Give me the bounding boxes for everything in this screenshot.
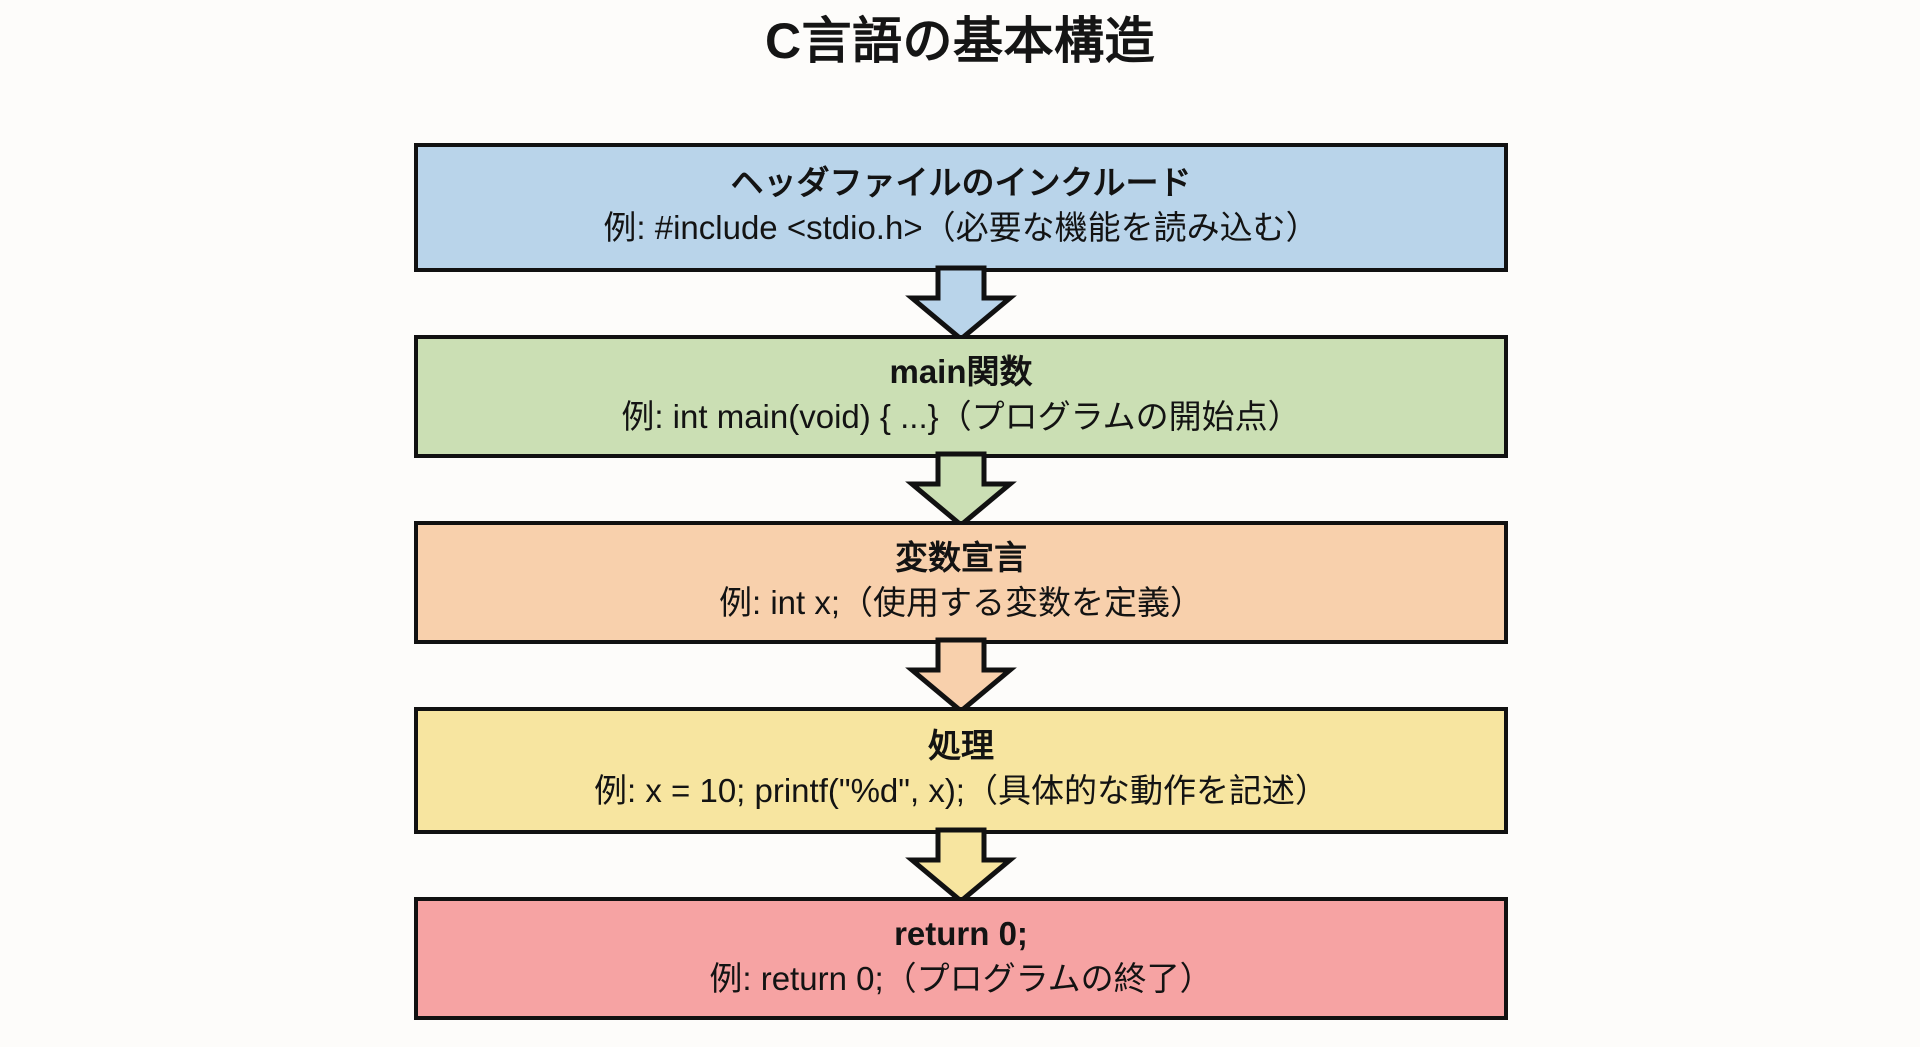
down-block-arrow-icon xyxy=(905,637,1017,715)
flow-connector-3 xyxy=(414,637,1508,715)
flow-node-example: 例: return 0;（プログラムの終了） xyxy=(709,959,1213,997)
flow-node-title: 処理 xyxy=(928,727,994,765)
flow-node-processing[interactable]: 処理 例: x = 10; printf("%d", x);（具体的な動作を記述… xyxy=(414,707,1508,834)
flow-node-header-include[interactable]: ヘッダファイルのインクルード 例: #include <stdio.h>（必要な… xyxy=(414,143,1508,272)
flow-node-example: 例: int x;（使用する変数を定義） xyxy=(718,583,1204,621)
flow-connector-1 xyxy=(414,265,1508,343)
flow-node-variable-declaration[interactable]: 変数宣言 例: int x;（使用する変数を定義） xyxy=(414,521,1508,644)
flow-node-main-function[interactable]: main関数 例: int main(void) { ...}（プログラムの開始… xyxy=(414,335,1508,458)
flow-node-example: 例: x = 10; printf("%d", x);（具体的な動作を記述） xyxy=(594,771,1328,809)
down-block-arrow-icon xyxy=(905,451,1017,529)
flow-node-title: main関数 xyxy=(889,353,1033,391)
flow-node-title: 変数宣言 xyxy=(895,539,1027,577)
flow-node-example: 例: int main(void) { ...}（プログラムの開始点） xyxy=(621,397,1301,435)
flowchart: ヘッダファイルのインクルード 例: #include <stdio.h>（必要な… xyxy=(414,143,1508,1020)
flow-node-example: 例: #include <stdio.h>（必要な機能を読み込む） xyxy=(603,208,1319,246)
page-title: C言語の基本構造 xyxy=(764,13,1156,69)
flow-node-title: return 0; xyxy=(894,915,1028,953)
flow-connector-2 xyxy=(414,451,1508,529)
down-block-arrow-icon xyxy=(905,827,1017,905)
flow-node-return-zero[interactable]: return 0; 例: return 0;（プログラムの終了） xyxy=(414,897,1508,1020)
flow-connector-4 xyxy=(414,827,1508,905)
down-block-arrow-icon xyxy=(905,265,1017,343)
flow-node-title: ヘッダファイルのインクルード xyxy=(730,164,1192,202)
